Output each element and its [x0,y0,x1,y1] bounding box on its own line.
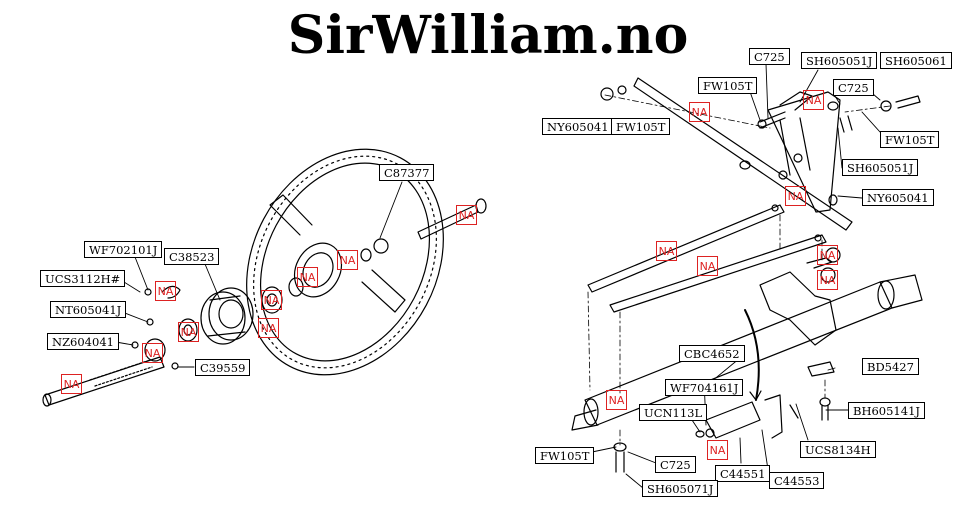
label-ny605041-right[interactable]: NY605041 [862,189,934,206]
label-fw105t-bottom[interactable]: FW105T [535,447,595,464]
na-marker[interactable]: NA [155,281,176,301]
label-wf702101j[interactable]: WF702101J [84,241,163,258]
label-ucs3112h[interactable]: UCS3112H# [40,270,126,287]
na-marker[interactable]: NA [142,343,163,363]
na-marker[interactable]: NA [707,440,728,460]
label-sh605071j[interactable]: SH605071J [642,480,719,497]
na-marker[interactable]: NA [817,270,838,290]
upper-bracket-drawing [633,77,853,231]
na-marker[interactable]: NA [337,250,358,270]
na-marker[interactable]: NA [785,186,806,206]
lower-clamp-drawing [613,247,841,473]
label-c38523[interactable]: C38523 [164,248,220,265]
label-fw105t-right[interactable]: FW105T [880,131,940,148]
support-straps-drawing [587,204,827,313]
label-wf704161j[interactable]: WF704161J [665,379,744,396]
column-tube-drawing [571,257,923,431]
na-marker[interactable]: NA [178,322,199,342]
label-c44553[interactable]: C44553 [769,472,825,489]
label-fw105t-top[interactable]: FW105T [698,77,758,94]
label-sh605051j-top[interactable]: SH605051J [801,52,878,69]
label-sh605061[interactable]: SH605061 [880,52,952,69]
na-marker[interactable]: NA [61,374,82,394]
na-marker[interactable]: NA [606,390,627,410]
lower-shaft-drawing [42,288,179,407]
na-marker[interactable]: NA [817,245,838,265]
label-c725-top[interactable]: C725 [749,48,790,65]
label-c725-right[interactable]: C725 [833,79,874,96]
label-sh605051j-mid[interactable]: SH605051J [842,159,919,176]
na-marker[interactable]: NA [656,241,677,261]
label-bd5427[interactable]: BD5427 [862,358,919,375]
label-cbc4652[interactable]: CBC4652 [679,345,745,362]
na-marker[interactable]: NA [456,205,477,225]
label-c87377[interactable]: C87377 [379,164,435,181]
alignment-lines [587,94,891,446]
label-c725-bottom[interactable]: C725 [655,456,696,473]
label-c44551[interactable]: C44551 [715,465,771,482]
label-ucs8134h[interactable]: UCS8134H [800,441,876,458]
na-marker[interactable]: NA [803,90,824,110]
label-fw105t-mid[interactable]: FW105T [611,118,671,135]
na-marker[interactable]: NA [258,318,279,338]
na-marker[interactable]: NA [297,267,318,287]
na-marker[interactable]: NA [261,290,282,310]
na-marker[interactable]: NA [697,256,718,276]
label-nz604041[interactable]: NZ604041 [47,333,119,350]
leader-lines [109,63,881,489]
label-ny605041-top[interactable]: NY605041 [542,118,614,135]
label-nt605041j[interactable]: NT605041J [50,301,127,318]
label-ucn113l[interactable]: UCN113L [639,404,708,421]
label-c39559[interactable]: C39559 [195,359,251,376]
na-marker[interactable]: NA [689,102,710,122]
label-bh605141j[interactable]: BH605141J [848,402,925,419]
upper-bolts-drawing [600,85,921,133]
hub-adaptor-drawing [144,285,283,362]
site-title: SirWilliam.no [287,5,689,66]
